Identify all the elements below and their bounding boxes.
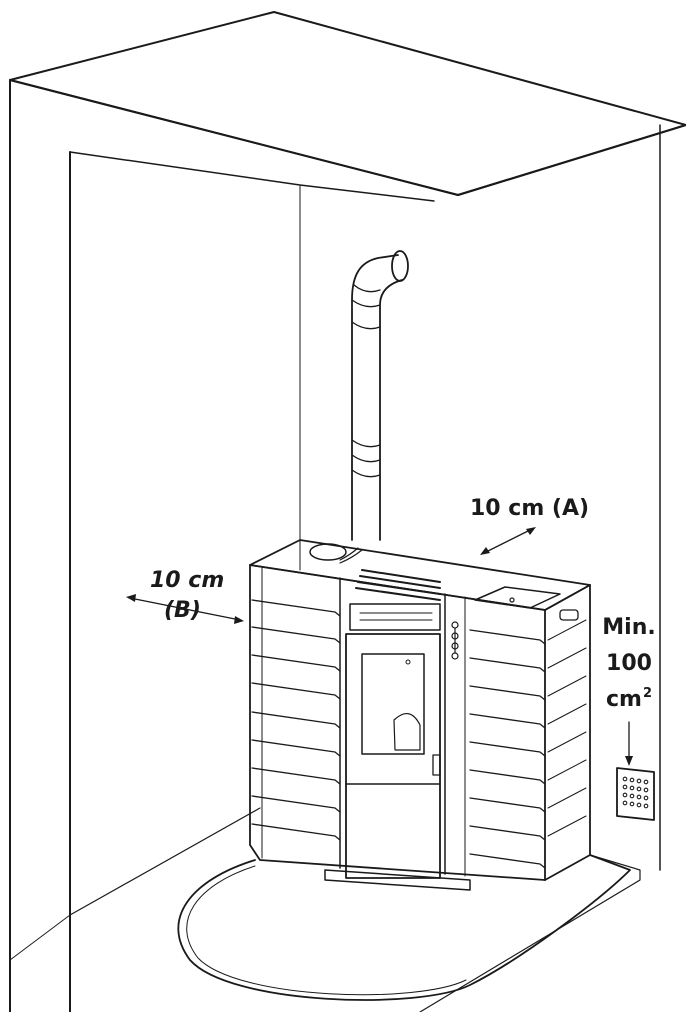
- control-buttons: [451, 621, 459, 660]
- vent-min-label: Min.: [602, 615, 656, 640]
- room-floor-back: [9, 914, 71, 961]
- vent-arrow: [625, 721, 633, 766]
- wall-vent: [616, 767, 655, 821]
- vent-unit-exponent: 2: [642, 686, 652, 701]
- clearance-side-value: 10 cm: [150, 568, 225, 593]
- stove-side-face: [544, 584, 591, 881]
- flue-pipe: [351, 250, 409, 541]
- clearance-rear-arrow: [480, 527, 536, 555]
- stove-door: [345, 633, 441, 879]
- stove-side-slats: [547, 619, 587, 837]
- clearance-side-code: (B): [164, 598, 201, 623]
- vent-unit-text: cm: [605, 687, 642, 712]
- stove-left-slats: [251, 599, 341, 841]
- top-fan: [309, 543, 347, 561]
- stove-right-slats: [469, 629, 546, 869]
- room-floor-edge: [69, 807, 261, 916]
- room-enclosure: [9, 11, 686, 1012]
- clearance-rear-label: 10 cm (A): [470, 496, 590, 521]
- control-display: [349, 603, 441, 631]
- pellet-hopper-lid: [474, 586, 561, 609]
- clearance-side-arrow: [126, 594, 244, 624]
- door-handle: [432, 754, 441, 776]
- vent-unit-label: cm2: [597, 687, 661, 711]
- top-grille: [355, 569, 441, 601]
- room-ceiling-right-edge: [457, 124, 686, 196]
- stove-top: [249, 539, 591, 611]
- floor-protection-plate: [177, 854, 631, 1001]
- room-floor-right: [419, 854, 641, 1012]
- room-ceiling-front-edge: [9, 79, 459, 196]
- stove-front-left-edge: [249, 564, 546, 881]
- pellet-stove: [249, 539, 591, 891]
- stove-base: [324, 869, 471, 891]
- vent-value-label: 100: [606, 651, 652, 676]
- door-glass: [361, 653, 425, 755]
- room-inner-top-edge: [69, 151, 435, 202]
